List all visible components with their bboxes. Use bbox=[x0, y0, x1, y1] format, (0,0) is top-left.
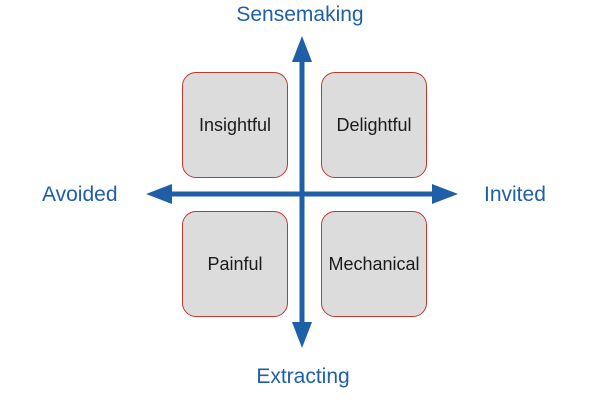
arrow-right-icon bbox=[432, 184, 458, 204]
quadrant-bottom-left: Painful bbox=[182, 211, 288, 317]
quadrant-label-painful: Painful bbox=[207, 253, 263, 274]
quadrant-label-insightful: Insightful bbox=[198, 114, 272, 135]
axis-label-top: Sensemaking bbox=[236, 3, 364, 26]
arrow-left-icon bbox=[146, 184, 172, 204]
axis-label-bottom: Extracting bbox=[256, 365, 350, 388]
quadrant-label-mechanical: Mechanical bbox=[328, 253, 420, 274]
quadrant-top-left: Insightful bbox=[182, 72, 288, 178]
axis-label-left: Avoided bbox=[42, 183, 118, 206]
quadrant-top-right: Delightful bbox=[321, 72, 427, 178]
quadrant-label-delightful: Delightful bbox=[336, 114, 412, 135]
arrow-down-icon bbox=[292, 322, 312, 348]
quadrant-bottom-right: Mechanical bbox=[321, 211, 427, 317]
axis-label-right: Invited bbox=[484, 183, 546, 206]
arrow-up-icon bbox=[292, 36, 312, 62]
